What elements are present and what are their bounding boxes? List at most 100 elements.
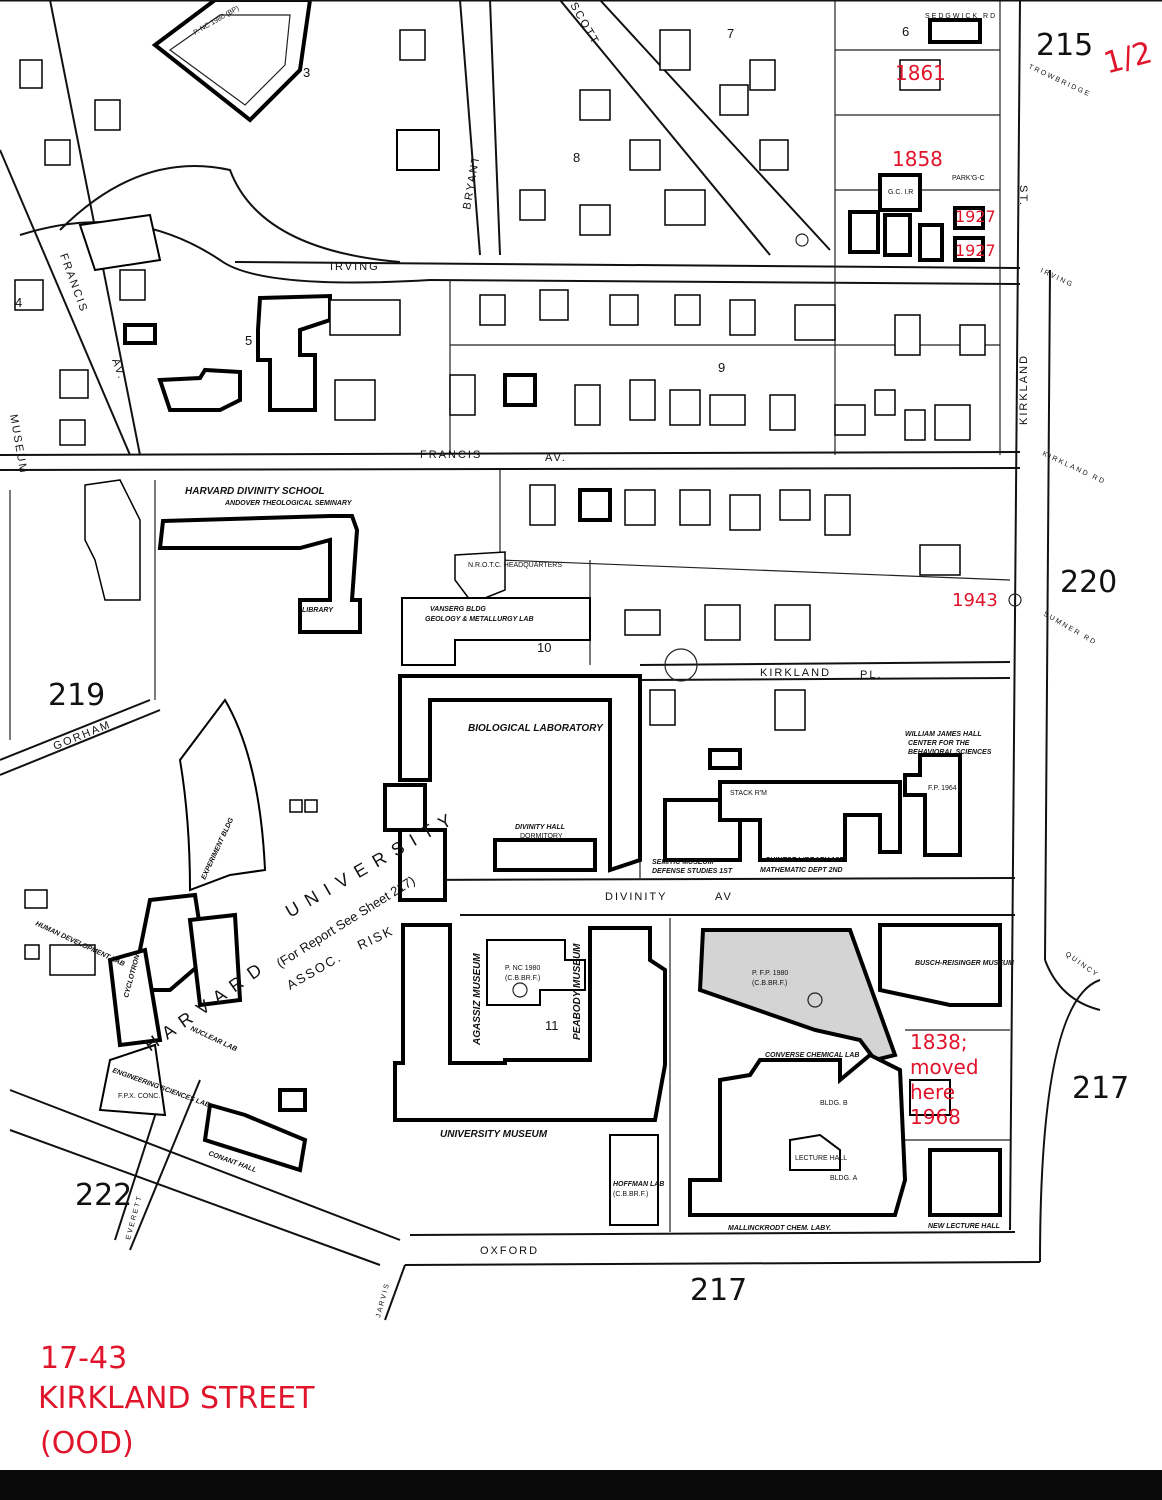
street-irving-east: IRVING (1039, 267, 1075, 289)
annotation-moved: 1838; moved here 1968 (910, 1030, 979, 1129)
label-engineering-sub: F.P.X. CONC. (118, 1093, 160, 1100)
street-divinity: DIVINITY (605, 891, 667, 903)
block-number: 11 (545, 1018, 559, 1033)
label-nc1980-sub: (C.B.BR.F.) (505, 975, 540, 982)
label-fp1980: P. F.P. 1980 (752, 970, 788, 977)
street-sedgwick: SEDGWICK RD (925, 13, 997, 20)
street-divinity-av: AV (715, 891, 733, 903)
street-kirkland-pl-suffix: PL. (860, 669, 883, 681)
label-hoffman: HOFFMAN LAB (613, 1181, 664, 1188)
building-block5 (78, 213, 401, 421)
street-kirkland-st: KIRKLAND (1018, 354, 1030, 425)
building-semitic-complex (663, 753, 962, 862)
block-number: 9 (718, 360, 725, 375)
block-number: 4 (15, 295, 22, 310)
label-converse: CONVERSE CHEMICAL LAB (765, 1052, 859, 1059)
street-scott: SCOTT (567, 1, 601, 48)
label-parking: PARK'G-C (952, 175, 985, 182)
label-hoffman-sub: (C.B.BR.F.) (613, 1191, 648, 1198)
label-divinity-hall-sub: DORMITORY (520, 833, 563, 840)
label-gc: G.C. I.R (888, 189, 913, 196)
sheet-number-222[interactable]: 222 (75, 1178, 132, 1213)
label-william-james-sub2: BEHAVIORAL SCIENCES (908, 749, 992, 756)
street-francis-av: AV. (545, 452, 567, 464)
street-francis: FRANCIS (420, 449, 482, 461)
symbols (512, 233, 1022, 1008)
street-sumner: SUMNER RD (1042, 611, 1098, 647)
label-semitic-sub: DEFENSE STUDIES 1ST (652, 868, 733, 875)
label-andover: ANDOVER THEOLOGICAL SEMINARY (224, 500, 353, 507)
label-stack-room: STACK R'M (730, 790, 767, 797)
block-number: 3 (303, 65, 310, 80)
label-university-museum: UNIVERSITY MUSEUM (440, 1129, 548, 1140)
label-nc1980: P. NC 1980 (505, 965, 540, 972)
footer-annotation: 17-43 KIRKLAND STREET (OOD) (38, 1341, 315, 1461)
label-risk: RISK (355, 923, 396, 953)
street-museum: MUSEUM (7, 413, 29, 475)
street-francis-left-av: AV. (109, 357, 128, 382)
street-kirkland-rd: KIRKLAND RD (1041, 450, 1107, 486)
street-trowbridge: TROWBRIDGE (1027, 63, 1092, 98)
footer-street-name: KIRKLAND STREET (38, 1381, 315, 1416)
label-busch: BUSCH-REISINGER MUSEUM (915, 960, 1014, 967)
sheet-number-suffix: 1/2 (1100, 35, 1156, 81)
label-william-james: WILLIAM JAMES HALL (905, 731, 982, 738)
building-biological-lab (383, 674, 642, 902)
label-bldg-a: BLDG. A (830, 1175, 858, 1182)
label-agassiz: AGASSIZ MUSEUM (472, 953, 483, 1046)
sheet-number-220[interactable]: 220 (1060, 565, 1117, 600)
sheet-number-217-right[interactable]: 217 (1072, 1071, 1129, 1106)
street-kirkland-pl: KIRKLAND (760, 667, 831, 679)
label-biological: BIOLOGICAL LABORATORY (468, 723, 604, 734)
block-number: 6 (902, 24, 909, 39)
label-bldg-b: BLDG. B (820, 1100, 848, 1107)
label-nrotc: N.R.O.T.C. HEADQUARTERS (468, 562, 562, 569)
label-math-dept: MATHEMATIC DEPT 2ND (760, 867, 843, 874)
label-vanserg: VANSERG BLDG (430, 606, 486, 613)
label-new-lecture: NEW LECTURE HALL (928, 1223, 1000, 1230)
street-bryant: BRYANT (461, 154, 482, 211)
label-divinity-school: HARVARD DIVINITY SCHOOL (185, 486, 325, 497)
annotation-1943: 1943 (952, 590, 998, 611)
building-divinity-school (84, 479, 362, 634)
building-fp1980 (697, 928, 898, 1063)
street-oxford: OXFORD (480, 1245, 539, 1257)
annotation-1927a: 1927 (955, 207, 996, 226)
block-number: 7 (727, 26, 734, 41)
footer-code: (OOD) (40, 1426, 134, 1461)
building-nc1980-bp (151, 0, 313, 123)
block-number: 5 (245, 333, 252, 348)
label-peabody: PEABODY MUSEUM (572, 943, 583, 1040)
scan-edge (0, 1470, 1162, 1500)
label-william-james-sub1: CENTER FOR THE (908, 740, 970, 747)
label-chinese-library: CHINESE LIBRARY 1ST (765, 857, 844, 864)
label-geology: GEOLOGY & METALLURGY LAB (425, 616, 534, 623)
annotation-1927b: 1927 (955, 241, 996, 260)
building-vanserg (401, 551, 591, 666)
annotation-1861: 1861 (895, 61, 946, 85)
street-francis-left: FRANCIS (57, 252, 90, 315)
street-quincy: QUINCY (1064, 951, 1100, 979)
annotation-1858: 1858 (892, 147, 943, 171)
building-experiment (98, 698, 308, 1173)
block-numbers: 3 5 6 7 8 9 10 11 4 (15, 24, 909, 1033)
label-semitic: SEMITIC MUSEUM (652, 859, 714, 866)
street-st: ST. (1017, 185, 1029, 207)
sheet-number-217-bottom[interactable]: 217 (690, 1273, 747, 1308)
sheet-number-219[interactable]: 219 (48, 678, 105, 713)
residences (14, 18, 986, 1112)
sheet-number-215[interactable]: 215 (1036, 28, 1093, 63)
block-number: 10 (537, 640, 551, 655)
footer-address-range: 17-43 (40, 1341, 127, 1376)
block-number: 8 (573, 150, 580, 165)
label-fp1980-sub: (C.B.BR.F.) (752, 980, 787, 987)
street-irving: IRVING (330, 261, 380, 273)
label-lecture-hall: LECTURE HALL (795, 1155, 847, 1162)
label-mallinckrodt: MALLINCKRODT CHEM. LABY. (728, 1225, 831, 1232)
label-william-james-fp: F.P. 1964 (928, 785, 957, 792)
building-mallinckrodt (688, 923, 1002, 1217)
label-divinity-hall: DIVINITY HALL (515, 824, 565, 831)
street-jarvis: JARVIS (375, 1282, 391, 1319)
label-library: LIBRARY (302, 607, 334, 614)
